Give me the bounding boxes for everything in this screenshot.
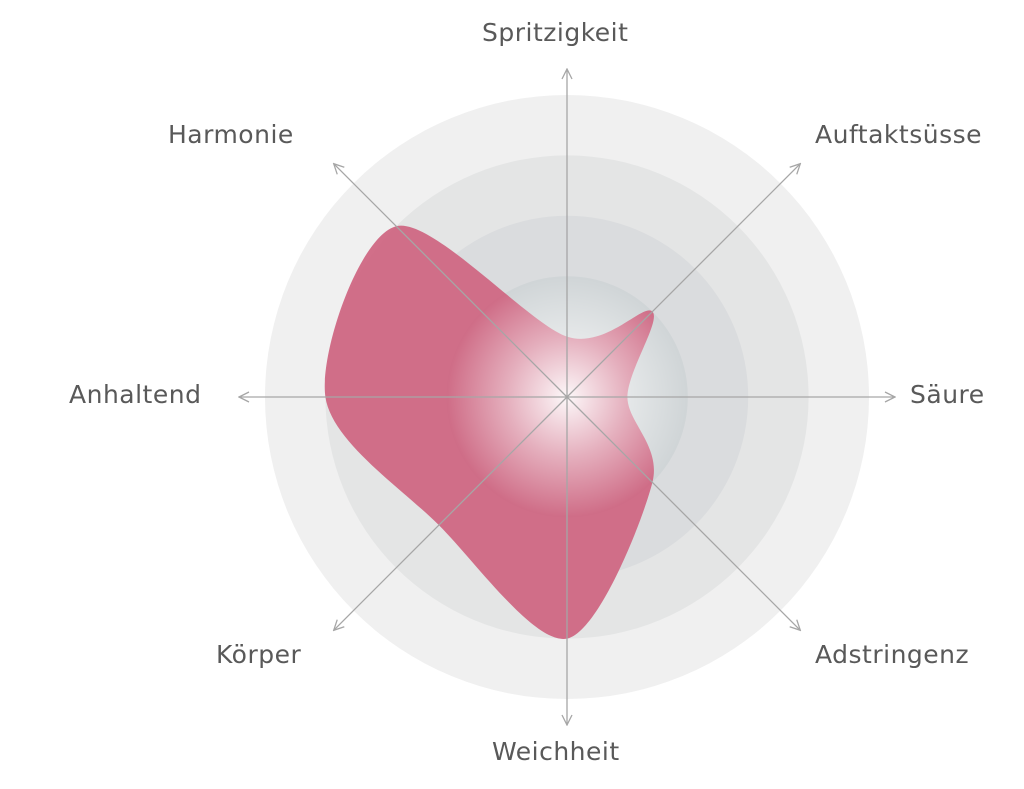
label-weichheit: Weichheit [492, 737, 620, 766]
axis-körper [334, 396, 568, 630]
label-anhaltend: Anhaltend [69, 380, 202, 409]
label-spritzigkeit: Spritzigkeit [482, 18, 629, 47]
axis-adstringenz [566, 396, 800, 630]
axis-lines [239, 69, 895, 725]
label-auftaktsuesse: Auftaktsüsse [815, 120, 983, 149]
axis-auftaktsüsse [566, 164, 800, 398]
label-adstringenz: Adstringenz [815, 640, 970, 669]
label-koerper: Körper [216, 640, 302, 669]
label-saeure: Säure [910, 380, 985, 409]
label-harmonie: Harmonie [168, 120, 294, 149]
axis-harmonie [334, 164, 568, 398]
